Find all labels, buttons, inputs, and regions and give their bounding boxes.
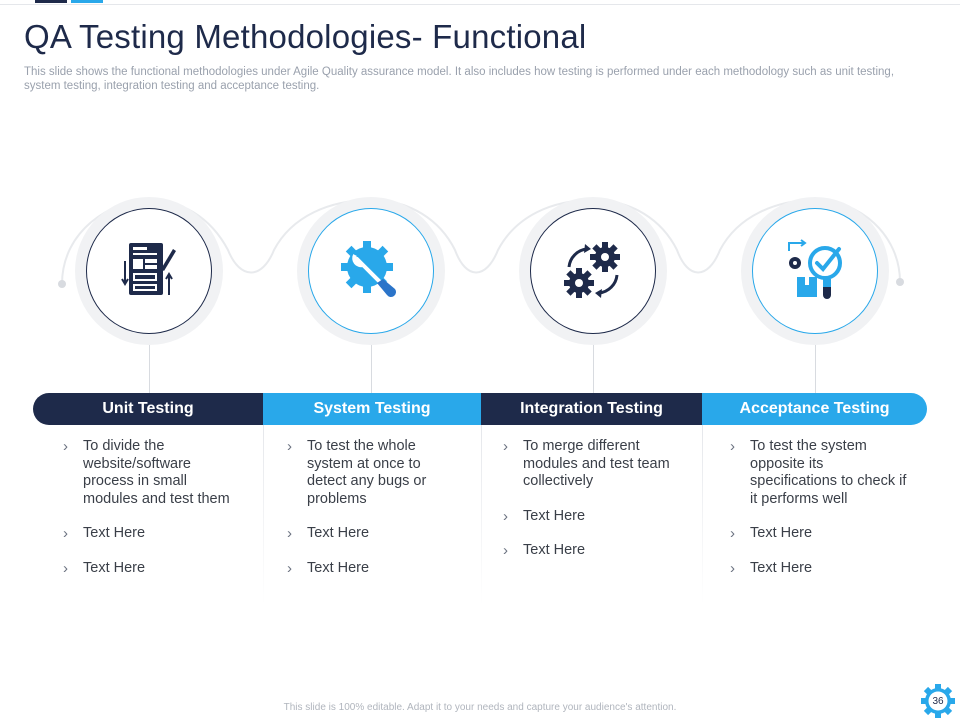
acceptance-testing-label: Acceptance Testing [739, 400, 890, 417]
top-rule [0, 4, 960, 5]
list-item: Text Here [287, 525, 464, 543]
unit-testing-points: To divide the website/software process i… [63, 438, 253, 594]
document-layout-icon [121, 243, 176, 295]
list-item: To merge different modules and test team… [503, 438, 687, 491]
system-testing-label: System Testing [313, 400, 431, 417]
unit-testing-badge [75, 197, 223, 345]
column-divider-1 [263, 425, 264, 605]
stem-3 [593, 345, 594, 393]
integration-testing-label: Integration Testing [520, 400, 663, 417]
system-testing-points: To test the whole system at once to dete… [287, 438, 472, 594]
gears-cycle-icon [564, 242, 620, 298]
stem-1 [149, 345, 150, 393]
integration-testing-badge [519, 197, 667, 345]
stem-2 [371, 345, 372, 393]
top-accent [35, 0, 103, 3]
list-item: Text Here [287, 560, 464, 578]
list-item: Text Here [63, 525, 245, 543]
slide-title: QA Testing Methodologies- Functional [24, 18, 587, 55]
page-number-badge: 36 [920, 683, 956, 719]
page-number: 36 [932, 695, 944, 707]
acceptance-testing-header: Acceptance Testing [702, 393, 927, 425]
gear-icon [921, 684, 955, 718]
list-item: Text Here [730, 560, 907, 578]
slide-footer: This slide is 100% editable. Adapt it to… [283, 702, 677, 713]
list-item: Text Here [730, 525, 907, 543]
list-item: To divide the website/software process i… [63, 438, 245, 508]
gear-wrench-icon [341, 241, 396, 297]
acceptance-check-icon [788, 239, 842, 299]
list-item: To test the whole system at once to dete… [287, 438, 464, 508]
unit-testing-header: Unit Testing [33, 393, 263, 425]
slide-subtitle: This slide shows the functional methodol… [24, 66, 895, 92]
list-item: Text Here [503, 508, 687, 526]
unit-testing-label: Unit Testing [102, 400, 194, 417]
column-divider-2 [481, 425, 482, 605]
integration-testing-header: Integration Testing [481, 393, 702, 425]
system-testing-header: System Testing [263, 393, 481, 425]
list-item: Text Here [63, 560, 245, 578]
acceptance-testing-points: To test the system opposite its specific… [730, 438, 915, 594]
stem-4 [815, 345, 816, 393]
acceptance-testing-badge [741, 197, 889, 345]
list-item: To test the system opposite its specific… [730, 438, 907, 508]
system-testing-badge [297, 197, 445, 345]
column-divider-3 [702, 425, 703, 605]
integration-testing-points: To merge different modules and test team… [503, 438, 695, 577]
list-item: Text Here [503, 542, 687, 560]
